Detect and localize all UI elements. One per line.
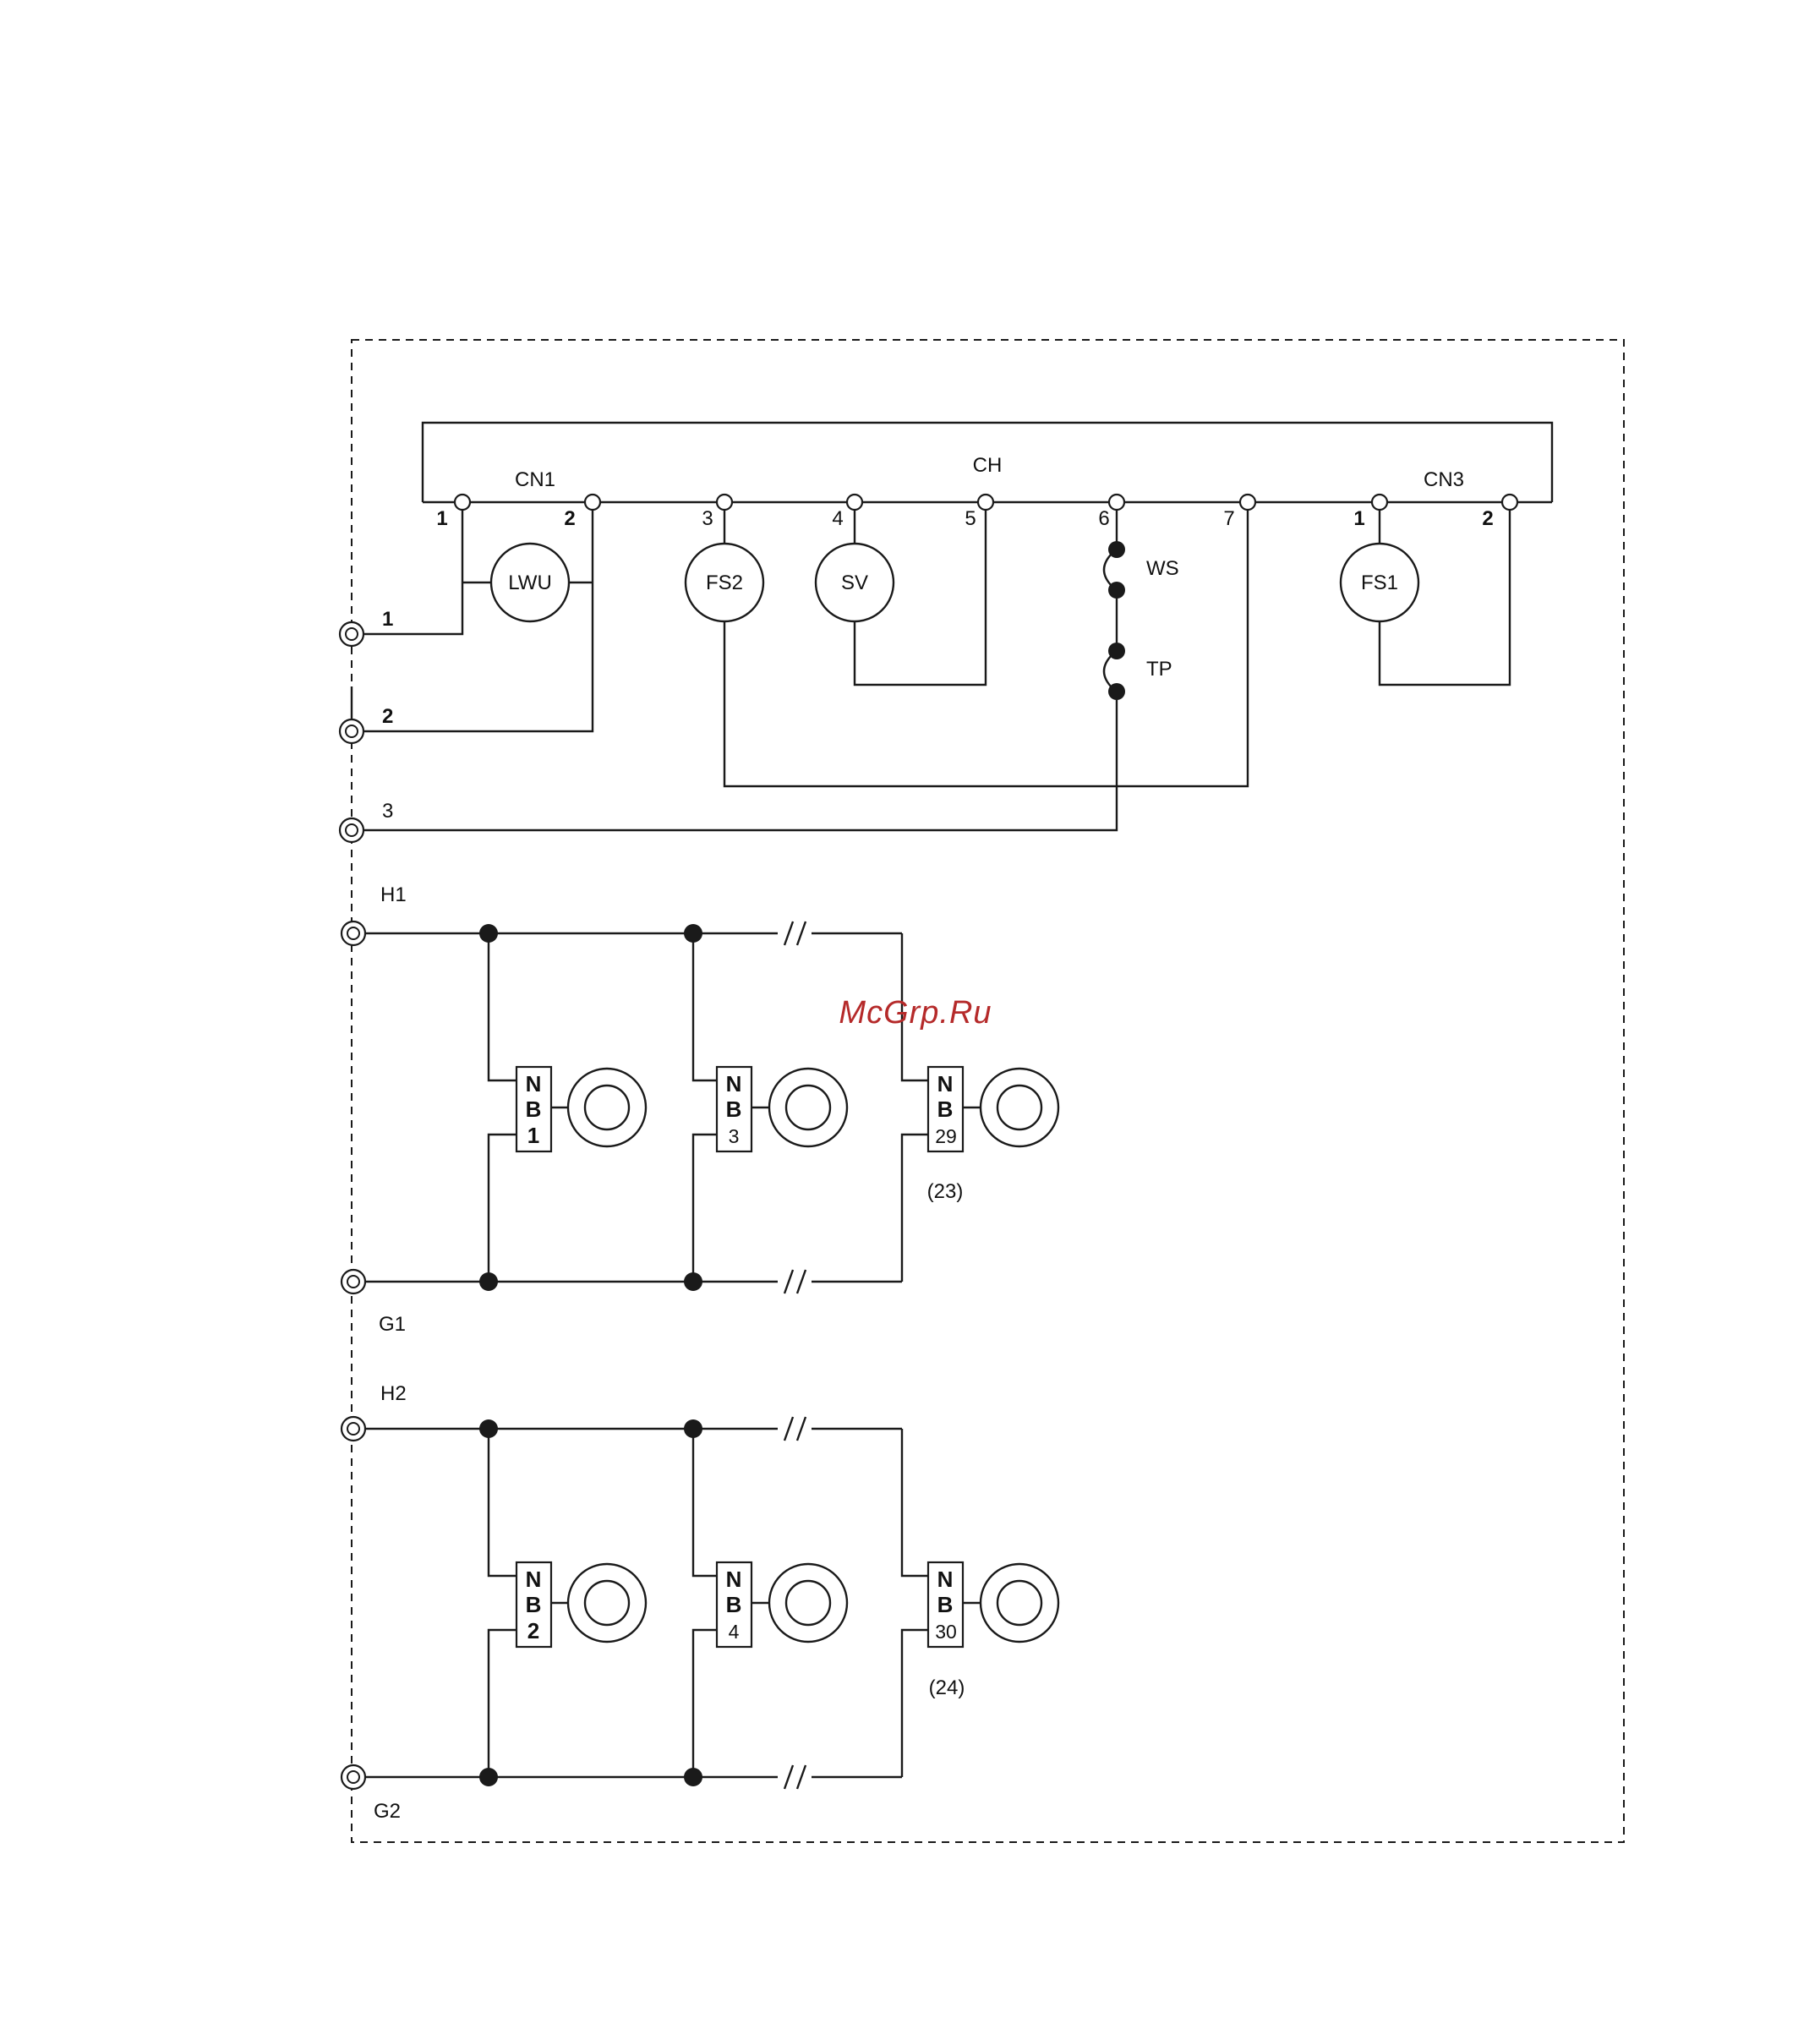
watermark: McGrp.Ru	[839, 995, 992, 1031]
terminal-h2-label: H2	[380, 1382, 407, 1405]
nb-number: 29	[935, 1125, 957, 1147]
tp-label: TP	[1146, 658, 1172, 681]
break-mark	[784, 1270, 806, 1293]
nb-letter-b: B	[726, 1592, 742, 1617]
nb-number: 4	[729, 1621, 740, 1643]
pin-ch-5	[978, 495, 993, 510]
pin-label-cn3-2: 2	[1482, 507, 1493, 530]
nb-letter-b: B	[526, 1097, 542, 1122]
nb-letter-b: B	[726, 1097, 742, 1122]
nb-letter-n: N	[937, 1071, 954, 1097]
junction-dot	[479, 1272, 498, 1291]
terminal-h2	[342, 1417, 365, 1441]
burner-group-1: N B 1 N B 3 N B 29 (23)	[363, 921, 1058, 1293]
junction-dot	[479, 1419, 498, 1438]
nb-letter-n: N	[726, 1071, 742, 1097]
break-mark	[784, 1765, 806, 1789]
pin-ch-7	[1240, 495, 1255, 510]
junction-dot	[684, 1272, 702, 1291]
pin-label-ch-7: 7	[1223, 507, 1234, 530]
burner-ring	[568, 1069, 646, 1146]
cn1-label: CN1	[515, 468, 555, 491]
burner-count-label: (23)	[927, 1180, 964, 1203]
nb-letter-n: N	[526, 1567, 542, 1592]
ws-switch	[1104, 541, 1125, 599]
burner-ring	[769, 1069, 847, 1146]
terminal-1	[340, 622, 363, 646]
pin-ch-3	[717, 495, 732, 510]
nb-letter-b: B	[526, 1592, 542, 1617]
terminal-g1	[342, 1270, 365, 1293]
terminal-g1-label: G1	[379, 1313, 406, 1336]
pin-label-ch-5: 5	[965, 507, 976, 530]
lwu-label: LWU	[508, 571, 552, 594]
terminal-3	[340, 818, 363, 842]
burner-ring	[769, 1564, 847, 1642]
pin-label-cn1-2: 2	[564, 507, 575, 530]
burner-ring	[981, 1069, 1058, 1146]
terminal-2-label: 2	[382, 705, 393, 728]
burner-ring	[981, 1564, 1058, 1642]
pin-label-ch-4: 4	[832, 507, 843, 530]
junction-dot	[479, 1768, 498, 1786]
pin-label-cn1-1: 1	[436, 507, 447, 530]
burner-count-label: (24)	[929, 1676, 965, 1699]
pin-label-cn3-1: 1	[1353, 507, 1364, 530]
pin-label-ch-6: 6	[1098, 507, 1109, 530]
fs2-label: FS2	[706, 571, 743, 594]
nb-number: 3	[729, 1125, 740, 1147]
terminal-1-label: 1	[382, 608, 393, 631]
pin-ch-6	[1109, 495, 1124, 510]
tp-to-terminal3-wire	[355, 700, 1117, 830]
junction-dot	[684, 924, 702, 943]
controller-label: CH	[973, 454, 1003, 477]
fs1-label: FS1	[1361, 571, 1398, 594]
burner-group-2: N B 2 N B 4 N B 30 (24)	[363, 1417, 1058, 1789]
junction-dot	[684, 1768, 702, 1786]
terminal-h1-label: H1	[380, 883, 407, 906]
pin-cn1-2	[585, 495, 600, 510]
ws-label: WS	[1146, 557, 1179, 580]
nb-letter-b: B	[937, 1097, 954, 1122]
nb-letter-n: N	[937, 1567, 954, 1592]
cn3-label: CN3	[1424, 468, 1464, 491]
nb-number: 2	[527, 1618, 539, 1643]
burner-ring	[568, 1564, 646, 1642]
tp-switch	[1104, 643, 1125, 700]
terminal-3-label: 3	[382, 800, 393, 823]
pin-label-ch-3: 3	[702, 507, 713, 530]
terminal-h1	[342, 921, 365, 945]
nb-number: 30	[935, 1621, 957, 1643]
nb-number: 1	[527, 1123, 539, 1148]
break-mark	[784, 921, 806, 945]
terminal-2	[340, 719, 363, 743]
pin-cn3-2	[1502, 495, 1517, 510]
nb-letter-n: N	[726, 1567, 742, 1592]
pin-cn3-1	[1372, 495, 1387, 510]
terminal-g2	[342, 1765, 365, 1789]
sv-label: SV	[841, 571, 868, 594]
nb-letter-b: B	[937, 1592, 954, 1617]
pin-ch-4	[847, 495, 862, 510]
junction-dot	[479, 924, 498, 943]
nb-letter-n: N	[526, 1071, 542, 1097]
junction-dot	[684, 1419, 702, 1438]
break-mark	[784, 1417, 806, 1441]
terminal-g2-label: G2	[374, 1800, 401, 1823]
pin-cn1-1	[455, 495, 470, 510]
